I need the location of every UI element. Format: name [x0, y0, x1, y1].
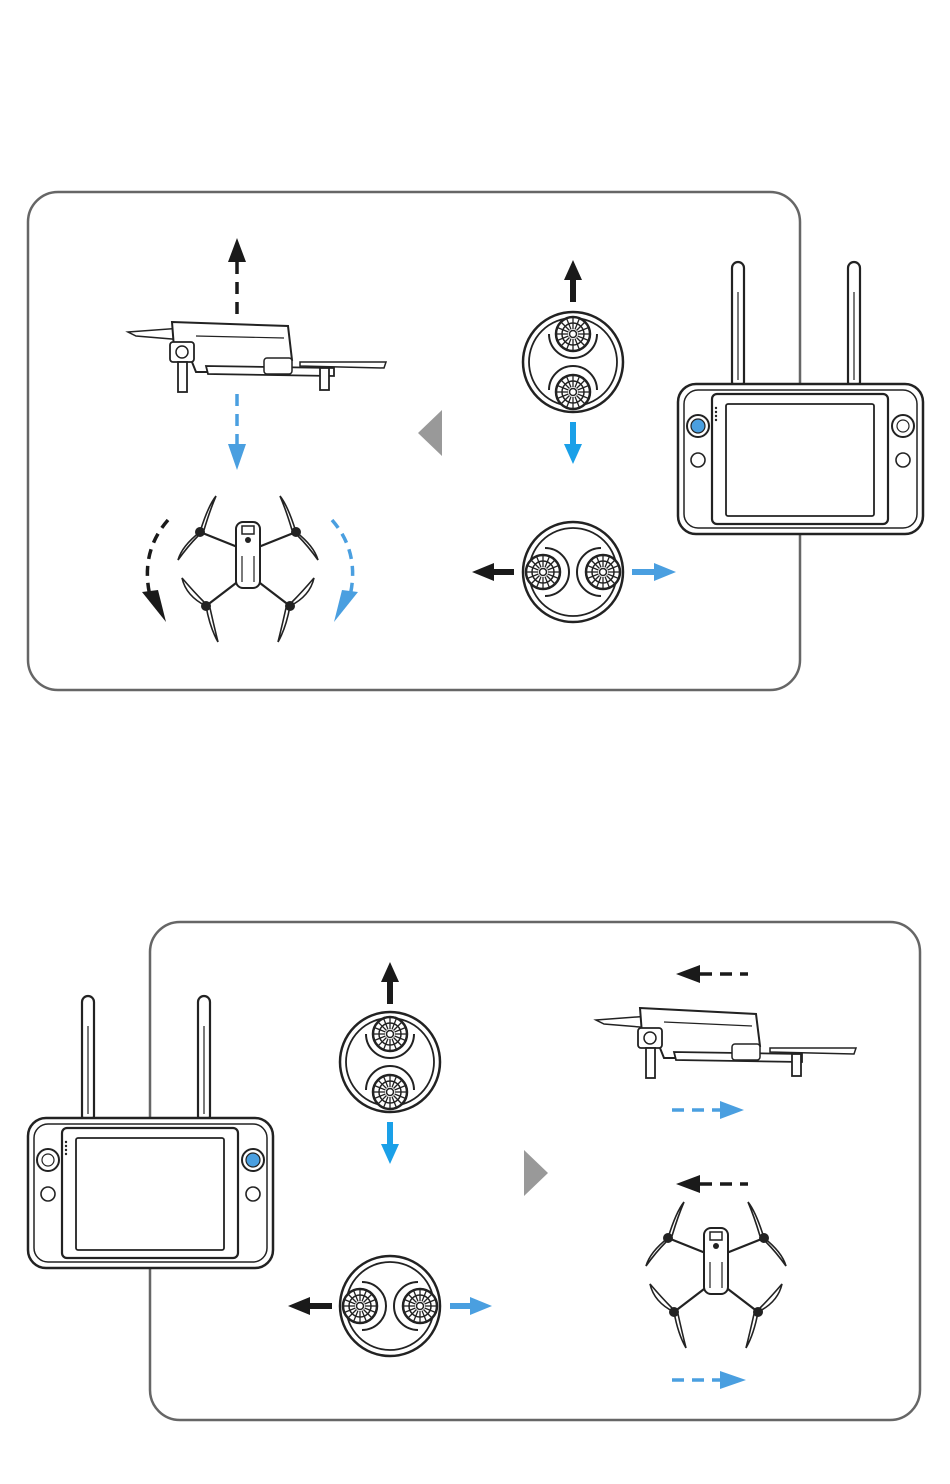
right-arrow-dashed-blue — [672, 1101, 744, 1119]
up-arrow-dashed — [228, 238, 246, 320]
rotate-left-arrow — [142, 520, 168, 622]
transition-arrow-left — [418, 410, 442, 456]
drone-top-view — [178, 496, 318, 642]
down-arrow-dashed-blue — [228, 394, 246, 470]
stick-vertical — [340, 962, 440, 1164]
rotate-right-arrow-blue — [332, 520, 358, 622]
drone-top-view — [646, 1202, 786, 1348]
bottom-panel — [28, 922, 920, 1420]
transition-arrow-right — [524, 1150, 548, 1196]
stick-vertical — [523, 260, 623, 464]
right-arrow-dashed-blue — [672, 1371, 746, 1389]
top-panel — [28, 192, 923, 690]
drone-side-view — [596, 1008, 856, 1078]
stick-horizontal — [288, 1256, 492, 1356]
drone-side-view — [128, 322, 386, 392]
stick-horizontal — [472, 522, 676, 622]
left-arrow-dashed — [676, 1175, 748, 1193]
left-arrow-dashed — [676, 965, 748, 983]
